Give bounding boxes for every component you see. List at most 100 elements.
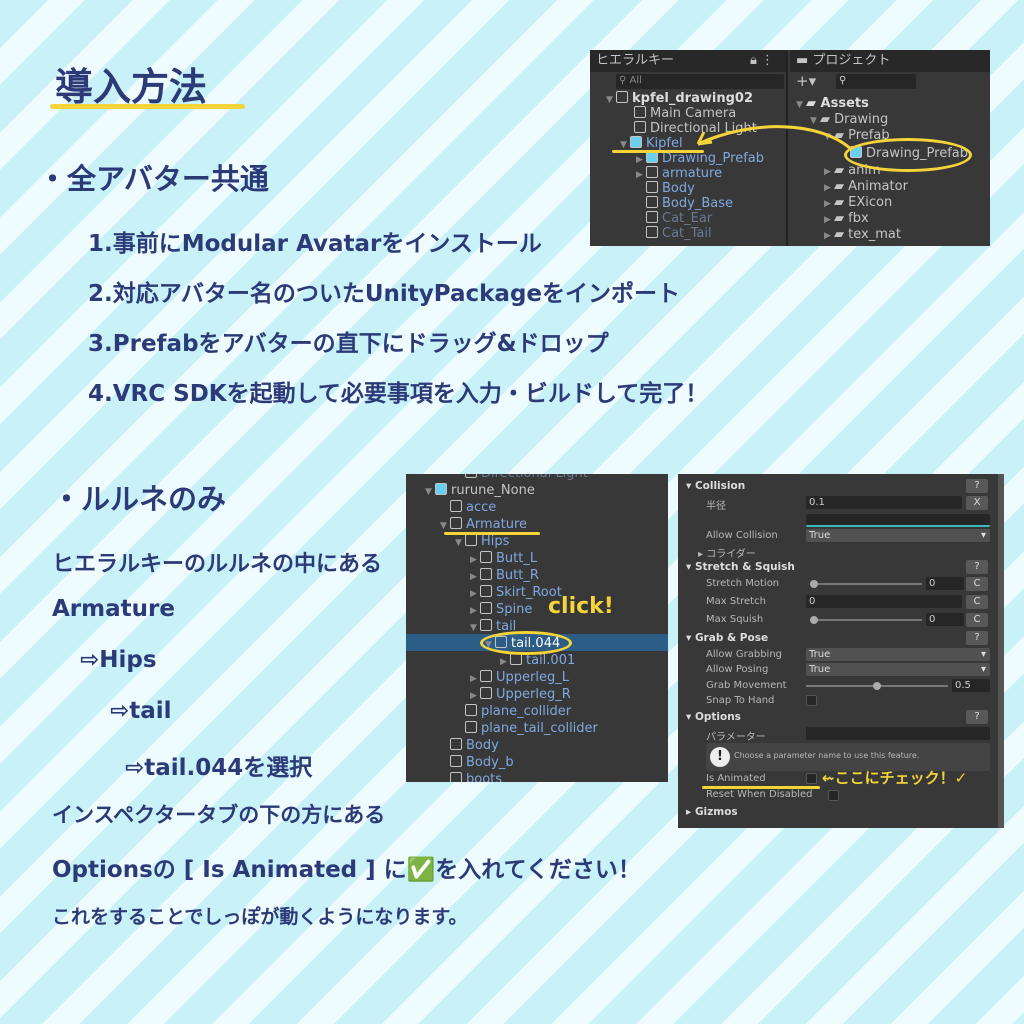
max-stretch-field[interactable]: 0 [806,595,962,608]
hierarchy-search-input[interactable]: ⚲ All [616,74,784,89]
radius-curve[interactable] [806,514,990,527]
foldout-arrow-icon[interactable]: ▼ [425,487,432,497]
project-search-input[interactable]: ⚲ [836,74,916,89]
tree-item[interactable]: Body_Base [646,196,733,211]
folder-item[interactable]: ▼▰ Assets [796,96,869,111]
foldout-arrow-icon[interactable]: ▶ [470,572,477,582]
gameobject-icon [480,585,492,597]
highlight-underline [444,532,540,535]
tab-project[interactable]: ▬ プロジェクト [796,53,891,68]
reset-when-disabled-checkbox[interactable] [828,790,839,801]
unity-hierarchy-screenshot: Directional Light▼rurune_Noneacce▼Armatu… [406,474,668,782]
stretch-motion-field[interactable]: 0 [926,577,964,590]
tree-item[interactable]: ▶Upperleg_R [470,686,571,703]
curve-button[interactable]: C [966,613,988,627]
foldout-arrow-icon[interactable]: ▶ [470,674,477,684]
instruction-line: ヒエラルキーのルルネの中にある [52,552,383,577]
colliders-foldout[interactable]: ▸ コライダー [698,549,756,560]
stretch-motion-slider[interactable] [810,580,922,588]
foldout-arrow-icon[interactable]: ▶ [470,555,477,565]
folder-item[interactable]: ▶▰ Animator [824,179,908,194]
instruction-line: インスペクタータブの下の方にある [52,803,386,827]
tree-item[interactable]: Body [646,181,695,196]
gameobject-icon [465,704,477,716]
section-heading-common: ・全アバター共通 [38,162,269,196]
gameobject-icon [465,534,477,546]
grab-movement-field[interactable]: 0.5 [952,679,990,692]
radius-field[interactable]: 0.1 [806,496,962,509]
foldout-arrow-icon[interactable]: ▶ [500,657,507,667]
allow-collision-dropdown[interactable]: True▾ [806,529,990,542]
instruction-line: Armature [52,596,175,622]
tree-item[interactable]: Body_b [440,754,514,771]
lock-icon[interactable]: 🔒︎ ⋮ [750,53,775,68]
folder-item[interactable]: ▶▰ fbx [824,211,869,226]
tree-item[interactable]: Directional Light [455,474,588,482]
tree-item[interactable]: ▼tail [470,618,516,635]
tree-item[interactable]: ▶Drawing_Prefab [636,151,765,166]
max-squish-label: Max Squish [706,614,764,625]
gameobject-icon [480,687,492,699]
tree-item[interactable]: ▶Butt_R [470,567,539,584]
allow-posing-dropdown[interactable]: True▾ [806,663,990,676]
highlight-underline [702,786,820,789]
folder-item[interactable]: ▶▰ tex_mat [824,227,901,242]
tree-item[interactable]: ▼Hips [455,533,509,550]
foldout-arrow-icon[interactable]: ▶ [470,606,477,616]
tree-item[interactable]: ▼kpfel_drawing02 [606,91,753,106]
add-button[interactable]: +▾ [796,72,817,90]
tab-hierarchy[interactable]: ヒエラルキー [596,53,675,68]
curve-button[interactable]: C [966,577,988,591]
section-gizmos[interactable]: ▸ Gizmos [686,806,738,818]
curve-button[interactable]: C [966,595,988,609]
tree-item[interactable]: ▶Skirt_Root [470,584,562,601]
max-squish-slider[interactable] [810,616,922,624]
foldout-arrow-icon[interactable]: ▼ [440,521,447,531]
tree-item[interactable]: plane_tail_collider [455,720,598,737]
section-options[interactable]: ▾ Options [686,711,741,723]
tree-item[interactable]: acce [440,499,496,516]
clear-button[interactable]: X [966,496,988,510]
section-stretch[interactable]: ▾ Stretch & Squish [686,561,795,573]
tree-item[interactable]: ▼rurune_None [425,482,535,499]
step-2: 2.対応アバター名のついたUnityPackageをインポート [88,281,681,307]
tree-item[interactable]: ▶armature [636,166,723,181]
allow-grabbing-dropdown[interactable]: True▾ [806,648,990,661]
max-squish-field[interactable]: 0 [926,613,964,626]
foldout-arrow-icon[interactable]: ▶ [470,691,477,701]
tree-item[interactable]: ▼Kipfel [620,136,683,151]
help-button[interactable]: ? [966,710,988,724]
parameter-label: パラメーター [706,732,766,743]
help-button[interactable]: ? [966,560,988,574]
is-animated-checkbox[interactable] [806,773,817,784]
snap-to-hand-checkbox[interactable] [806,695,817,706]
click-annotation: click! [548,594,614,619]
grab-movement-label: Grab Movement [706,680,787,691]
help-button[interactable]: ? [966,479,988,493]
foldout-arrow-icon[interactable]: ▼ [455,538,462,548]
section-collision[interactable]: ▾ Collision [686,480,746,492]
tree-item[interactable]: Cat_Ear [646,211,712,226]
gameobject-icon [450,500,462,512]
help-button[interactable]: ? [966,631,988,645]
folder-item[interactable]: ▼▰ Drawing [810,112,889,127]
tree-item[interactable]: ▶Spine [470,601,532,618]
gameobject-icon [646,181,658,193]
allow-grabbing-label: Allow Grabbing [706,649,783,660]
instruction-line: ⇨tail [110,698,172,724]
foldout-arrow-icon[interactable]: ▶ [470,589,477,599]
tree-item[interactable]: boots [440,771,502,782]
section-grab[interactable]: ▾ Grab & Pose [686,632,769,644]
tree-item[interactable]: Main Camera [634,106,736,121]
title-underline [50,104,245,109]
tree-item[interactable]: Body [440,737,499,754]
tree-item[interactable]: plane_collider [455,703,571,720]
tree-item[interactable]: ▶Upperleg_L [470,669,569,686]
grab-movement-slider[interactable] [806,682,948,690]
parameter-field[interactable] [806,727,990,740]
folder-item[interactable]: ▶▰ EXicon [824,195,893,210]
tree-item[interactable]: ▼Armature [440,516,527,533]
tree-item[interactable]: Cat_Tail [646,226,712,241]
foldout-arrow-icon[interactable]: ▼ [470,623,477,633]
tree-item[interactable]: ▶Butt_L [470,550,537,567]
